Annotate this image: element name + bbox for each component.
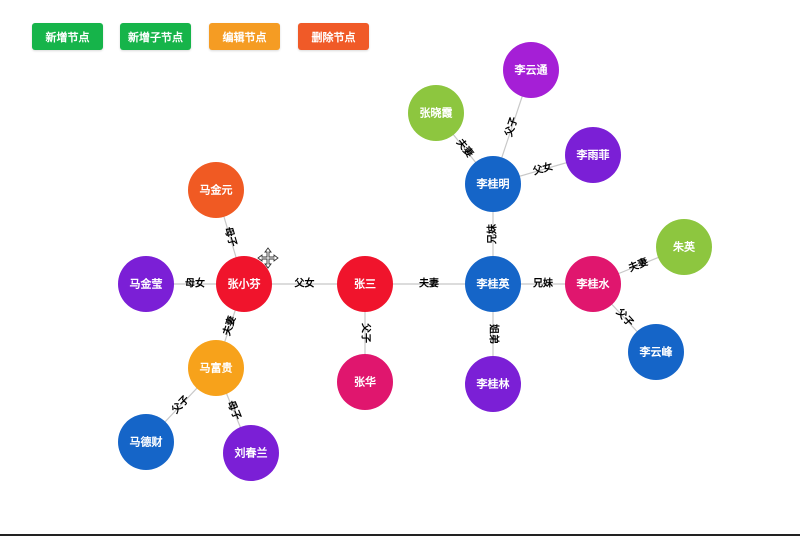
edge-label: 父子 xyxy=(502,115,520,139)
node-circle xyxy=(216,256,272,312)
edge-label: 母子 xyxy=(225,399,244,422)
node-label: 李桂水 xyxy=(576,277,611,291)
node-lyf2[interactable]: 李云峰 xyxy=(628,324,684,380)
add-child-node-button[interactable]: 新增子节点 xyxy=(120,23,191,50)
node-lgy[interactable]: 李桂英 xyxy=(465,256,521,312)
node-label: 马富贵 xyxy=(200,361,233,375)
node-lyt[interactable]: 李云通 xyxy=(503,42,559,98)
add-node-button[interactable]: 新增节点 xyxy=(32,23,103,50)
node-zs[interactable]: 张三 xyxy=(337,256,393,312)
node-circle xyxy=(465,356,521,412)
node-lgs[interactable]: 李桂水 xyxy=(565,256,621,312)
node-label: 马金莹 xyxy=(130,277,163,291)
node-mjy2[interactable]: 马金莹 xyxy=(118,256,174,312)
edge-label: 夫妻 xyxy=(219,314,238,338)
node-label: 李桂明 xyxy=(476,177,510,191)
edge-label: 母女 xyxy=(185,277,205,290)
node-label: 李云峰 xyxy=(639,345,674,359)
edge-label: 父女 xyxy=(530,160,554,178)
node-label: 李云通 xyxy=(514,63,548,77)
node-lgm[interactable]: 李桂明 xyxy=(465,156,521,212)
node-circle xyxy=(223,425,279,481)
node-label: 李桂林 xyxy=(476,377,510,391)
delete-node-button[interactable]: 删除节点 xyxy=(298,23,369,50)
node-circle xyxy=(118,256,174,312)
node-circle xyxy=(188,340,244,396)
edge-label: 夫妻 xyxy=(625,255,649,275)
node-lgl[interactable]: 李桂林 xyxy=(465,356,521,412)
node-label: 李桂英 xyxy=(476,277,511,291)
node-label: 张晓霞 xyxy=(420,106,454,120)
node-circle xyxy=(628,324,684,380)
node-lyf[interactable]: 李雨菲 xyxy=(565,127,621,183)
edge-label: 母子 xyxy=(222,226,239,249)
edge-label: 父子 xyxy=(360,322,372,343)
toolbar: 新增节点 新增子节点 编辑节点 删除节点 xyxy=(0,0,800,70)
node-circle xyxy=(337,256,393,312)
node-circle xyxy=(408,85,464,141)
edge-label: 兄妹 xyxy=(486,223,499,245)
node-zxx[interactable]: 张晓霞 xyxy=(408,85,464,141)
node-label: 刘春兰 xyxy=(235,446,268,460)
node-circle xyxy=(503,42,559,98)
node-circle xyxy=(465,256,521,312)
node-circle xyxy=(656,219,712,275)
node-mdc[interactable]: 马德财 xyxy=(118,414,174,470)
node-label: 李雨菲 xyxy=(576,148,610,162)
node-circle xyxy=(118,414,174,470)
node-zh[interactable]: 张华 xyxy=(337,354,393,410)
bottom-border xyxy=(0,534,800,536)
edge-label: 姐弟 xyxy=(488,324,501,344)
node-mjy[interactable]: 马金元 xyxy=(188,162,244,218)
node-label: 张华 xyxy=(354,375,376,389)
node-circle xyxy=(565,127,621,183)
node-circle xyxy=(565,256,621,312)
node-mfg[interactable]: 马富贵 xyxy=(188,340,244,396)
node-lcl[interactable]: 刘春兰 xyxy=(223,425,279,481)
node-label: 朱英 xyxy=(672,240,696,254)
node-circle xyxy=(188,162,244,218)
node-label: 张小芬 xyxy=(228,277,262,291)
node-zxf[interactable]: 张小芬 xyxy=(216,256,272,312)
edge-label: 夫妻 xyxy=(418,277,439,290)
node-zy[interactable]: 朱英 xyxy=(656,219,712,275)
node-label: 马德财 xyxy=(130,435,163,449)
node-circle xyxy=(337,354,393,410)
move-cursor-icon xyxy=(257,247,279,269)
edge-label: 兄妹 xyxy=(532,277,554,290)
node-label: 张三 xyxy=(354,277,376,291)
edit-node-button[interactable]: 编辑节点 xyxy=(209,23,280,50)
edge-label: 父女 xyxy=(294,277,315,290)
node-label: 马金元 xyxy=(200,183,233,197)
node-circle xyxy=(465,156,521,212)
